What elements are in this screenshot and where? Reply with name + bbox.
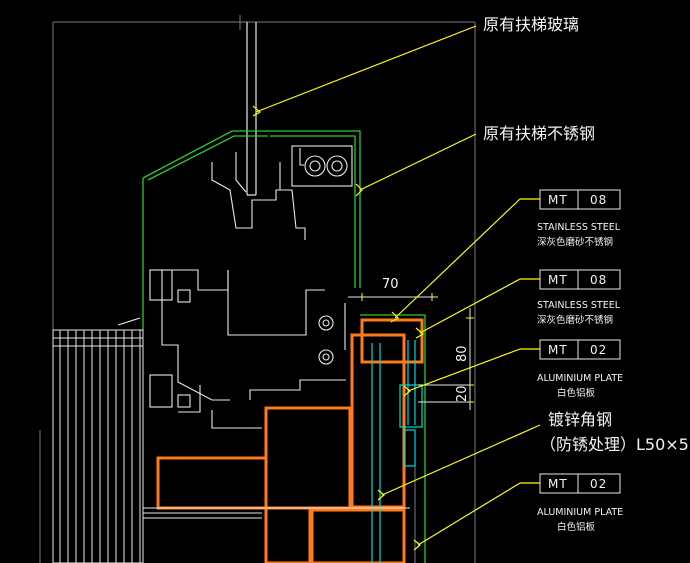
cyan-trims xyxy=(371,340,423,563)
left-hatch xyxy=(52,329,144,563)
tag-2-code-right: 08 xyxy=(590,273,607,287)
leader-lines xyxy=(252,25,541,551)
label-angle-steel-1: 镀锌角钢 xyxy=(548,410,612,429)
tag-3-code-right: 02 xyxy=(590,343,607,357)
tag-1-cn: 深灰色磨砂不锈钢 xyxy=(537,236,613,248)
tag-4-cn: 白色铝板 xyxy=(557,521,596,533)
material-tag-1: MT 08 STAINLESS STEEL 深灰色磨砂不锈钢 xyxy=(537,189,621,248)
material-tag-2: MT 08 STAINLESS STEEL 深灰色磨砂不锈钢 xyxy=(537,269,621,326)
tag-2-code-left: MT xyxy=(548,273,568,287)
tag-4-code-right: 02 xyxy=(590,477,607,491)
tag-4-code-left: MT xyxy=(548,477,568,491)
material-tag-3: MT 02 ALUMINIUM PLATE 白色铝板 xyxy=(537,339,623,399)
dim-70: 70 xyxy=(382,277,399,292)
tag-3-en: ALUMINIUM PLATE xyxy=(537,373,623,384)
escalator-mechanism xyxy=(117,145,353,429)
tag-4-en: ALUMINIUM PLATE xyxy=(537,507,623,518)
label-angle-steel-2: （防锈处理）L50×5 xyxy=(540,435,689,454)
tag-1-code-left: MT xyxy=(548,193,568,207)
tag-3-code-left: MT xyxy=(548,343,568,357)
tag-2-cn: 深灰色磨砂不锈钢 xyxy=(537,314,613,326)
bottom-horizontals xyxy=(143,507,410,519)
stainless-cladding xyxy=(142,130,426,563)
tag-1-en: STAINLESS STEEL xyxy=(537,222,621,233)
tag-3-cn: 白色铝板 xyxy=(557,387,596,399)
tag-2-en: STAINLESS STEEL xyxy=(537,300,621,311)
dim-80: 80 xyxy=(455,345,470,362)
dimension-lines xyxy=(348,293,474,410)
tag-1-code-right: 08 xyxy=(590,193,607,207)
dim-20: 20 xyxy=(455,385,470,402)
label-escalator-stainless: 原有扶梯不锈钢 xyxy=(483,124,595,143)
label-escalator-glass: 原有扶梯玻璃 xyxy=(483,15,579,34)
material-tag-4: MT 02 ALUMINIUM PLATE 白色铝板 xyxy=(537,473,623,533)
